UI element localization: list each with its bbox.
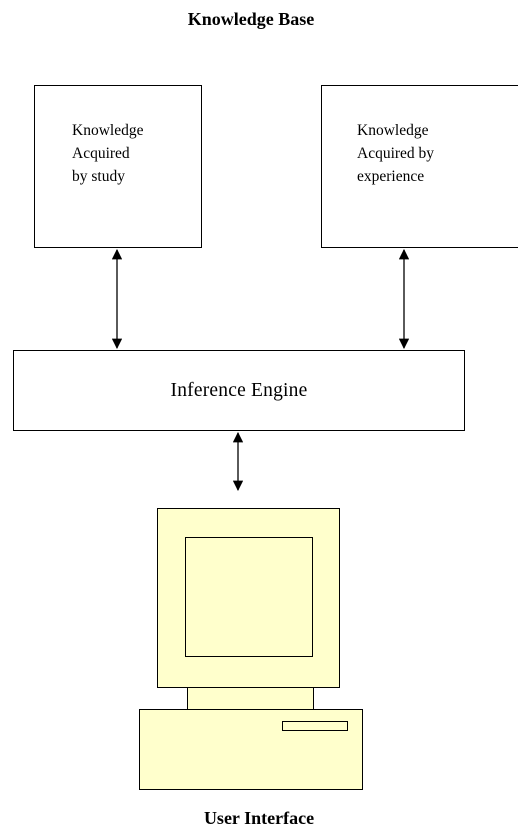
knowledge-study-box: Knowledge Acquired by study: [34, 85, 202, 248]
monitor-stand: [187, 687, 314, 710]
knowledge-experience-label: Knowledge Acquired by experience: [357, 122, 435, 185]
inference-engine-box: Inference Engine: [13, 350, 465, 431]
monitor-screen: [185, 537, 313, 657]
knowledge-base-title: Knowledge Base: [187, 9, 315, 29]
knowledge-study-label: Knowledge Acquired by study: [72, 122, 144, 185]
inference-engine-label: Inference Engine: [170, 380, 308, 401]
knowledge-experience-box: Knowledge Acquired by experience: [321, 85, 518, 248]
user-interface-title: User Interface: [203, 808, 315, 828]
disk-drive-slot: [282, 721, 348, 731]
